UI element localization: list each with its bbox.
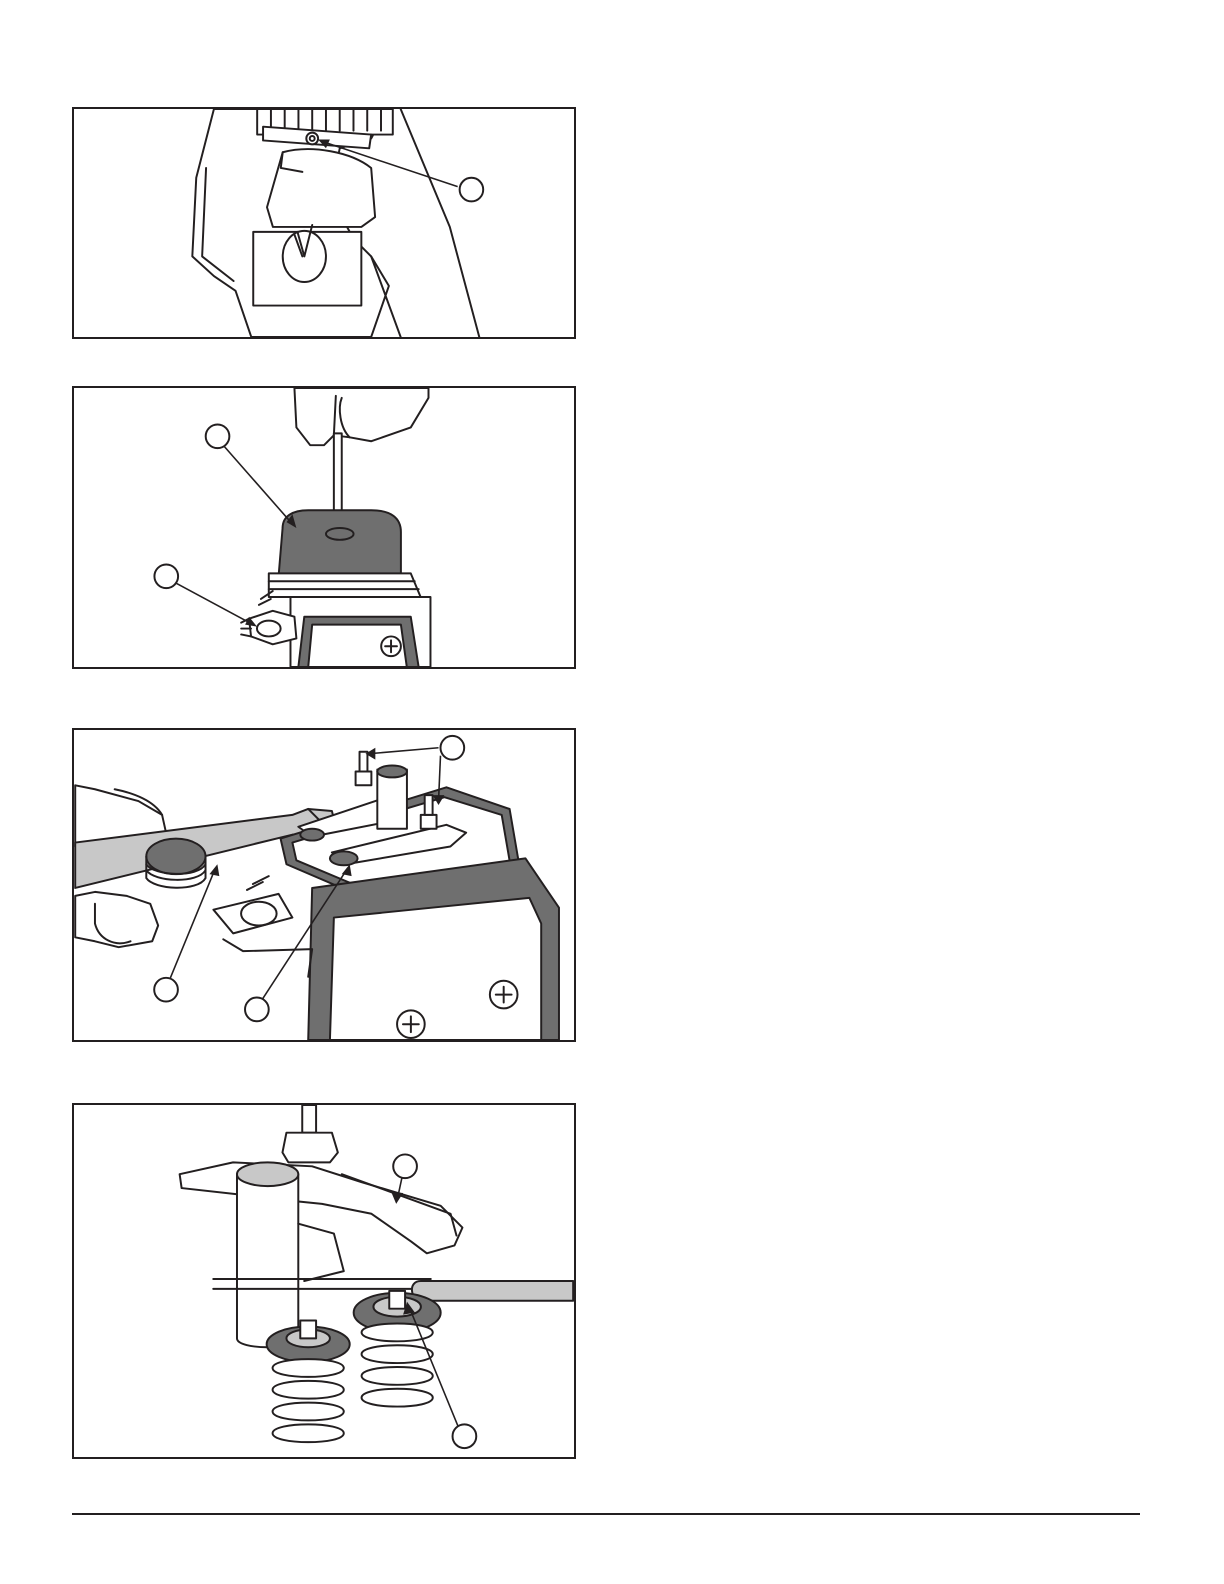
illustration-valve-clearance: [74, 1105, 574, 1457]
footer-rule: [72, 1513, 1140, 1515]
callout-2: [154, 978, 178, 1002]
callout-2: [154, 564, 178, 588]
illustration-rocker-wrench: [74, 730, 574, 1040]
callout-2: [453, 1424, 477, 1448]
figure-valve-clearance: [72, 1103, 576, 1459]
illustration-shroud: [74, 109, 574, 337]
callout-1: [460, 178, 484, 202]
illustration-valve-cover: [74, 388, 574, 667]
callout-1: [393, 1154, 417, 1178]
figure-rocker-wrench: [72, 728, 576, 1042]
figure-valve-cover: [72, 386, 576, 669]
callout-3: [245, 998, 269, 1022]
callout-1: [440, 736, 464, 760]
callout-1: [206, 424, 230, 448]
figure-shroud-screw: [72, 107, 576, 339]
